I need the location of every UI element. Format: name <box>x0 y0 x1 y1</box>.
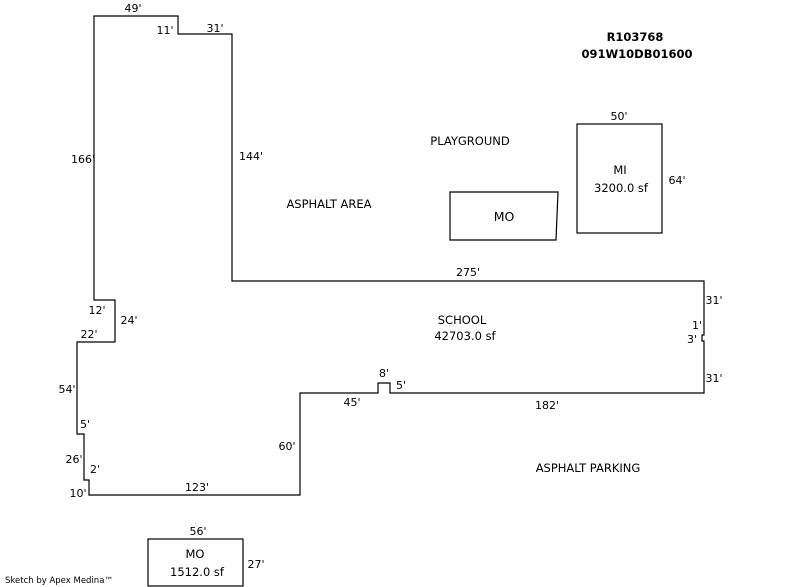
dim-label: 60' <box>278 440 295 453</box>
asphalt-area-label: ASPHALT AREA <box>286 197 371 211</box>
mi-width-label: 50' <box>610 110 627 123</box>
mi-height-label: 64' <box>668 174 685 187</box>
dim-label: 45' <box>343 396 360 409</box>
dim-label: 8' <box>379 367 389 380</box>
dim-label: 182' <box>535 399 559 412</box>
map-number: 091W10DB01600 <box>581 47 692 61</box>
dim-label: 54' <box>58 383 75 396</box>
mo-lower-height-label: 27' <box>247 558 264 571</box>
mi-area: 3200.0 sf <box>594 181 649 195</box>
dim-label: 26' <box>65 453 82 466</box>
mi-outline <box>576 123 663 234</box>
mo-lower-area: 1512.0 sf <box>170 565 225 579</box>
dim-label: 31' <box>705 294 722 307</box>
dim-label: 11' <box>156 24 173 37</box>
mo-upper-outline <box>449 191 559 241</box>
dim-label: 5' <box>396 379 406 392</box>
dim-label: 144' <box>239 150 263 163</box>
dim-label: 24' <box>120 314 137 327</box>
school-area: 42703.0 sf <box>434 329 496 343</box>
dim-label: 1' <box>692 319 702 332</box>
school-outline <box>76 15 705 496</box>
dim-label: 166' <box>71 153 95 166</box>
dim-label: 22' <box>80 328 97 341</box>
dim-label: 49' <box>124 2 141 15</box>
dim-label: 31' <box>705 372 722 385</box>
sketch-credit: Sketch by Apex Medina™ <box>5 576 113 586</box>
dim-label: 5' <box>80 418 90 431</box>
mi-name: MI <box>613 163 626 177</box>
dim-label: 3' <box>687 333 697 346</box>
dim-label: 10' <box>69 487 86 500</box>
dim-label: 123' <box>185 481 209 494</box>
asphalt-parking-label: ASPHALT PARKING <box>536 461 641 475</box>
dim-label: 2' <box>90 463 100 476</box>
mo-lower-width-label: 56' <box>189 525 206 538</box>
mo-lower-name: MO <box>186 547 205 561</box>
school-name: SCHOOL <box>438 313 487 327</box>
mo-upper-label: MO <box>494 209 515 224</box>
parcel-id: R103768 <box>607 30 664 44</box>
playground-label: PLAYGROUND <box>430 134 510 148</box>
dim-label: 12' <box>88 304 105 317</box>
mo-lower-outline <box>147 538 244 587</box>
dim-label: 275' <box>456 266 480 279</box>
dim-label: 31' <box>206 22 223 35</box>
